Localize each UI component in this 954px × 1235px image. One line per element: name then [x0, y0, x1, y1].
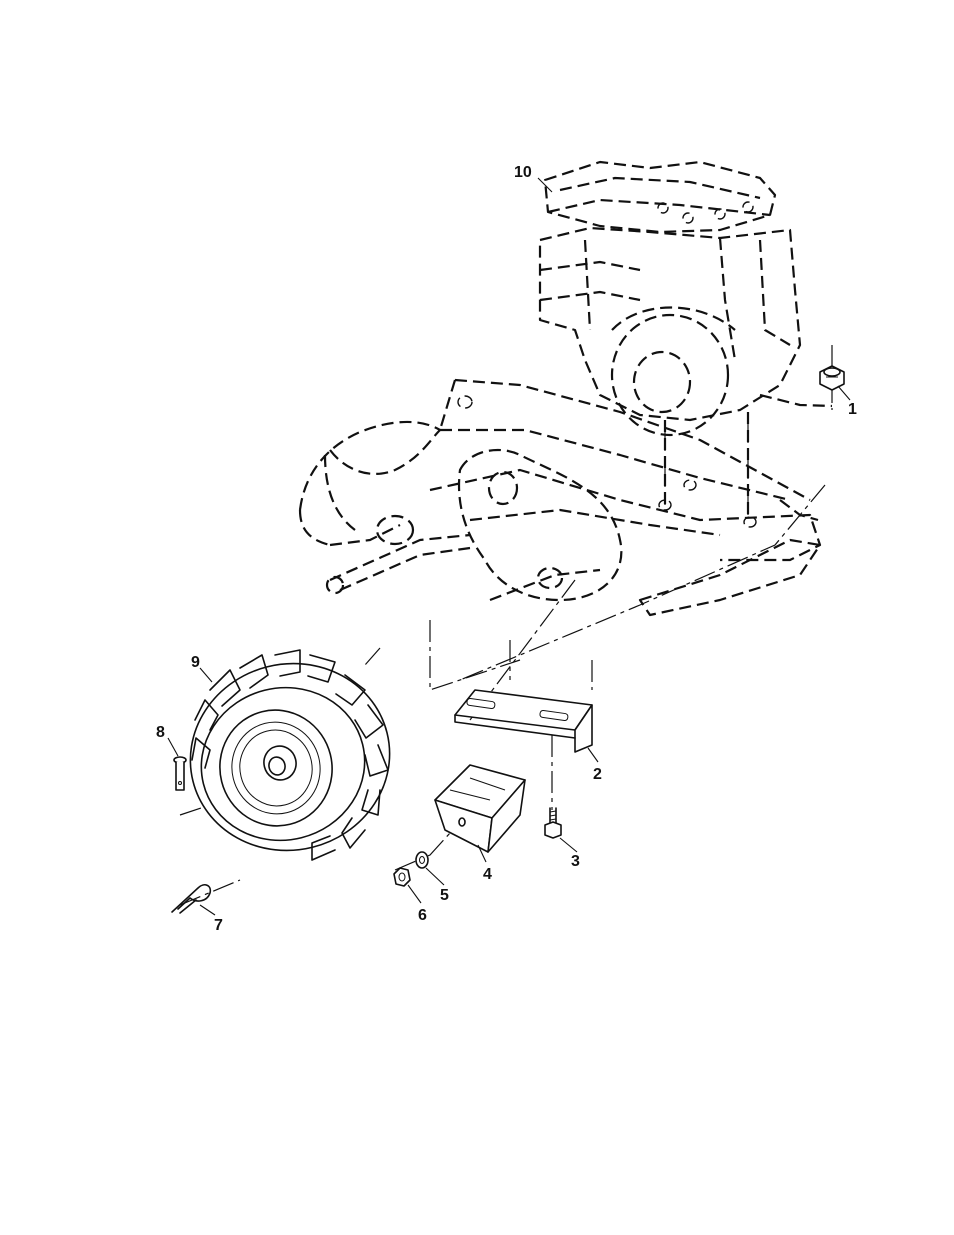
part-2-weight-bracket	[455, 690, 592, 752]
part-5-lock-washer	[416, 852, 428, 868]
callout-3: 3	[571, 853, 580, 870]
part-6-hex-nut	[394, 868, 410, 886]
part-4-wheel-weight	[435, 765, 525, 852]
callout-6: 6	[418, 907, 427, 924]
engine-phantom	[540, 162, 832, 520]
engine-head-bolts	[658, 202, 753, 223]
callout-8: 8	[156, 724, 165, 741]
part-1-lock-nut	[820, 366, 844, 390]
callout-7: 7	[214, 917, 223, 934]
callout-4: 4	[483, 866, 492, 883]
part-7-hairpin-clip	[172, 885, 210, 913]
part-3-bolt	[545, 808, 561, 838]
callout-1: 1	[848, 401, 857, 418]
callout-9: 9	[191, 654, 200, 671]
callout-5: 5	[440, 887, 449, 904]
callout-10: 10	[514, 164, 532, 181]
part-9-tire-wheel	[170, 643, 409, 872]
frame-phantom	[300, 380, 820, 615]
callout-2: 2	[593, 766, 602, 783]
part-8-clevis-pin	[174, 757, 186, 790]
